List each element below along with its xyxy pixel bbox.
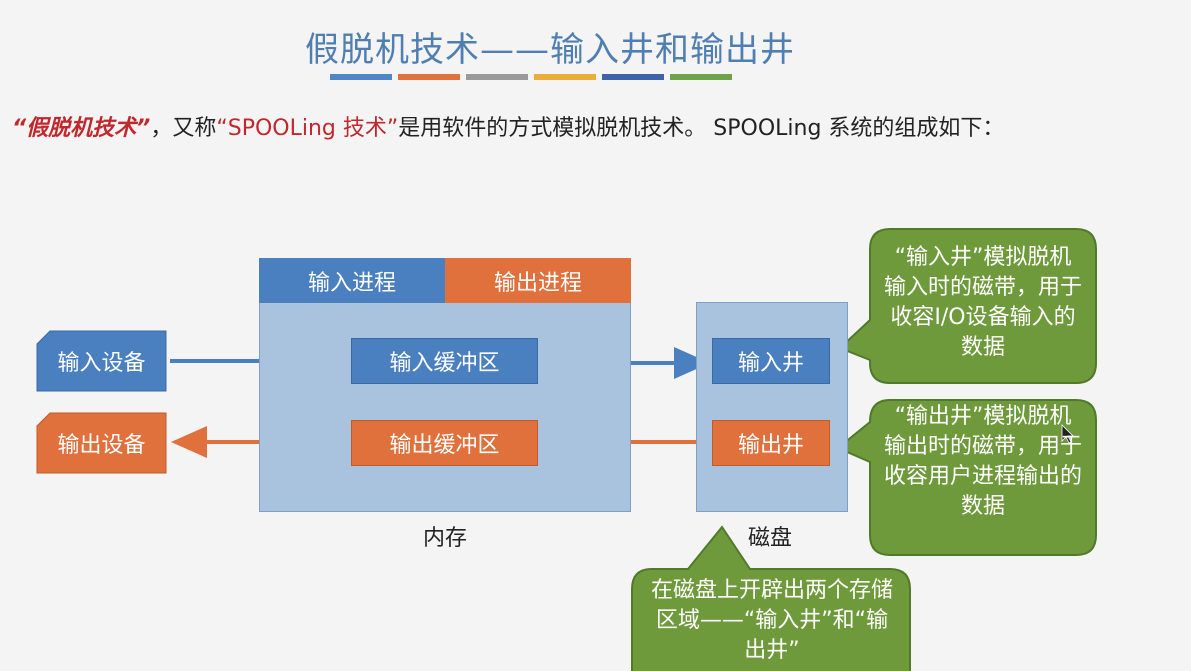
output-device: 输出设备: [57, 433, 146, 458]
bar-darkblue: [602, 74, 664, 80]
input-device-shape: [36, 330, 167, 392]
input-device: 输入设备: [57, 351, 146, 376]
callout-disk-text: 在磁盘上开辟出两个存储区域——“输入井”和“输出井”: [650, 578, 893, 663]
intro-term: “假脱机技术”: [12, 116, 151, 141]
output-process: 输出进程: [445, 258, 631, 303]
bar-gray: [466, 74, 528, 80]
intro-text: “假脱机技术”，又称“SPOOLing 技术”是用软件的方式模拟脱机技术。 SP…: [12, 110, 1182, 142]
bar-yellow: [534, 74, 596, 80]
output-well: 输出井: [712, 420, 830, 466]
disk-region: [696, 302, 848, 512]
bar-blue: [330, 74, 392, 80]
callout-disk-bubble: [631, 525, 911, 671]
callout-input-well-bubble: [838, 228, 1097, 384]
cursor-icon: [1061, 424, 1074, 444]
page-title: 假脱机技术——输入井和输出井: [305, 30, 795, 70]
disk-label: 磁盘: [747, 526, 792, 551]
output-buffer: 输出缓冲区: [351, 420, 538, 466]
callout-output-well-text: “输出井”模拟脱机输出时的磁带，用于收容用户进程输出的数据: [884, 404, 1083, 519]
intro-rest: 是用软件的方式模拟脱机技术。 SPOOLing 系统的组成如下：: [398, 116, 1005, 141]
input-buffer: 输入缓冲区: [351, 338, 538, 384]
intro-alias: “SPOOLing 技术”: [216, 116, 399, 141]
callout-output-well-bubble: [836, 399, 1097, 556]
input-well: 输入井: [712, 338, 830, 384]
bar-orange: [398, 74, 460, 80]
title-color-bars: [330, 74, 732, 80]
intro-connector: ，又称: [150, 116, 217, 141]
bar-green: [670, 74, 732, 80]
input-process: 输入进程: [259, 258, 445, 303]
output-device-shape: [36, 412, 167, 474]
memory-region: [259, 302, 631, 512]
memory-label: 内存: [422, 526, 467, 551]
callout-input-well-text: “输入井”模拟脱机输入时的磁带，用于收容I/O设备输入的数据: [884, 245, 1083, 360]
